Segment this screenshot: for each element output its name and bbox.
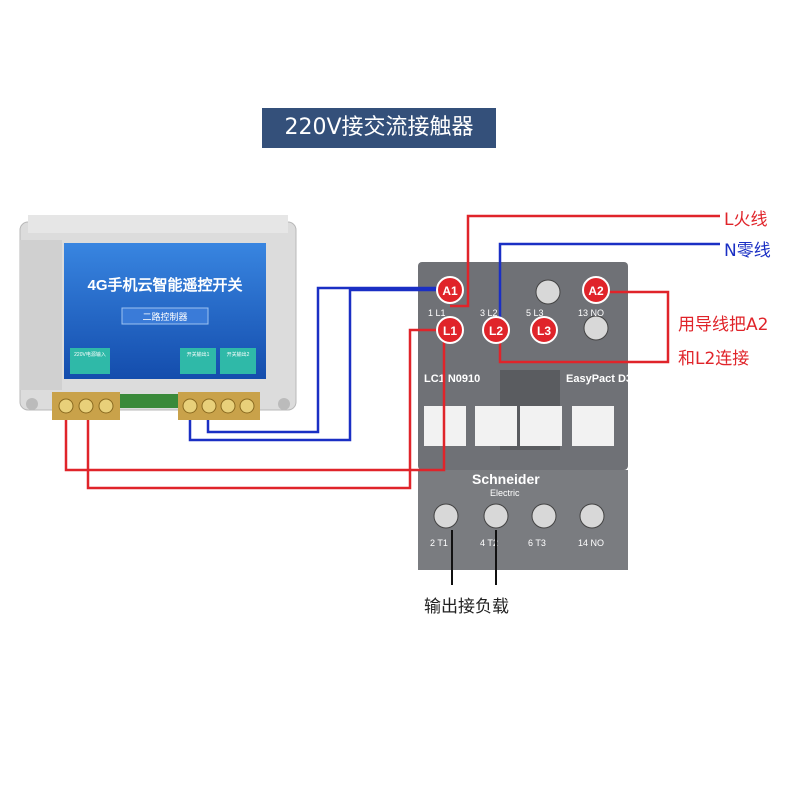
live-wire — [450, 214, 720, 308]
terminal-a1: A1 — [442, 284, 458, 298]
terminal-markers: A1 A2 L1 L2 L3 — [436, 276, 610, 344]
a2-l2-jumper — [498, 290, 670, 364]
smart-switch-controller: 4G手机云智能遥控开关 二路控制器 220V电源输入 开关输出1 开关输出2 — [19, 215, 297, 420]
contactor-model: LC1 N0910 — [424, 373, 480, 385]
neutral-label: N零线 — [724, 241, 771, 261]
mark-top-4: 13 NO — [578, 308, 604, 318]
relay-blue-wire-1 — [188, 288, 440, 442]
controller-name: 4G手机云智能遥控开关 — [87, 276, 242, 294]
wires — [64, 214, 720, 585]
terminal-l3: L3 — [537, 324, 551, 338]
relay1-label: 开关输出1 — [187, 351, 210, 358]
contactor-brand: Schneider — [472, 471, 540, 487]
controller-subtitle: 二路控制器 — [142, 311, 187, 322]
mark-bottom-4: 14 NO — [578, 538, 604, 548]
terminal-a2: A2 — [588, 284, 604, 298]
relay-red-wire — [86, 328, 440, 490]
note-line-1: 用导线把A2 — [678, 315, 769, 335]
mark-bottom-1: 2 T1 — [430, 538, 448, 548]
contactor-series: EasyPact D3N — [566, 373, 640, 385]
mark-top-1: 1 L1 — [428, 308, 446, 318]
mark-top-2: 3 L2 — [480, 308, 498, 318]
mark-bottom-2: 4 T2 — [480, 538, 498, 548]
live-label: L火线 — [724, 210, 768, 230]
ac-contactor: LC1 N0910 EasyPact D3N Schneider Electri… — [418, 262, 640, 570]
page-title: 220V接交流接触器 — [262, 108, 496, 148]
input-label: 220V电源输入 — [74, 351, 106, 358]
relay-blue-wire-2 — [206, 286, 440, 434]
terminal-l1: L1 — [443, 324, 457, 338]
mark-bottom-3: 6 T3 — [528, 538, 546, 548]
note-line-2: 和L2连接 — [678, 349, 750, 369]
terminal-l2: L2 — [489, 324, 503, 338]
relay2-label: 开关输出2 — [227, 351, 250, 358]
neutral-wire — [498, 242, 720, 320]
contactor-brand-sub: Electric — [490, 488, 520, 498]
live-from-controller — [64, 340, 446, 472]
output-label: 输出接负载 — [424, 597, 509, 617]
mark-top-3: 5 L3 — [526, 308, 544, 318]
